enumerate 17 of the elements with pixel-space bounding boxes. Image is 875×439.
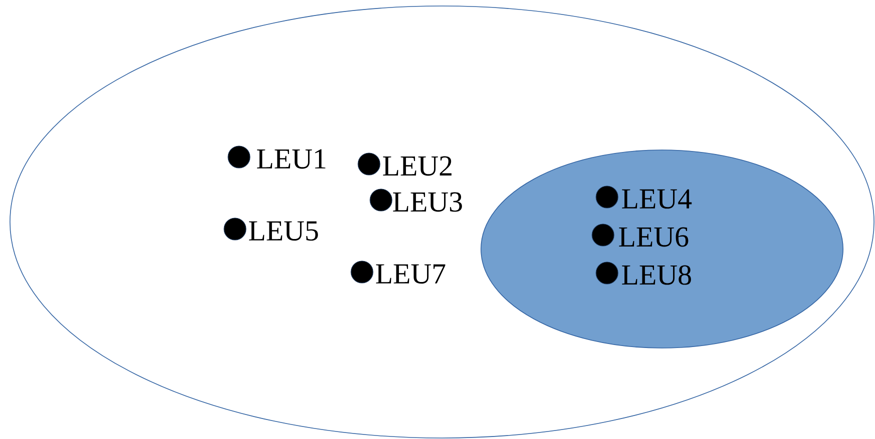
node-label: LEU1	[257, 149, 326, 169]
labelled-point: LEU6	[592, 224, 688, 247]
node-label: LEU7	[376, 264, 446, 284]
labelled-point: LEU1	[228, 146, 326, 169]
labelled-point: LEU8	[596, 262, 691, 285]
labelled-point: LEU5	[224, 218, 318, 241]
node-label: LEU4	[622, 189, 692, 209]
node-label: LEU2	[383, 156, 452, 176]
ellipse	[480, 150, 844, 348]
node-label: LEU3	[393, 192, 462, 212]
labelled-point: LEU3	[370, 188, 462, 212]
node-label: LEU5	[249, 221, 318, 241]
node-label: LEU6	[619, 227, 688, 247]
labelled-point: LEU7	[350, 260, 446, 284]
labelled-point: LEU4	[596, 186, 692, 209]
labelled-point: LEU2	[358, 152, 452, 176]
node-label: LEU8	[622, 265, 691, 285]
